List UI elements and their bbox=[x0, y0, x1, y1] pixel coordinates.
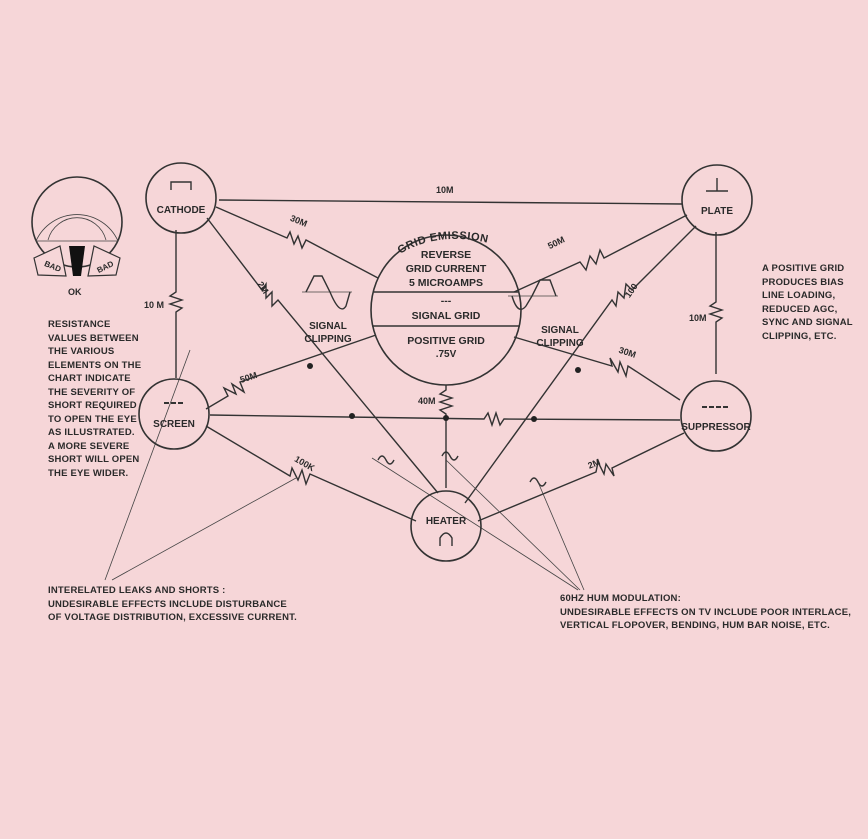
cathode-symbol-icon bbox=[170, 181, 192, 190]
resistance-plate-grid: 50M bbox=[546, 234, 566, 251]
resistance-note-line: ELEMENTS ON THE bbox=[48, 359, 142, 371]
suppressor-label: SUPPRESSOR bbox=[681, 422, 751, 433]
grid-circle bbox=[370, 234, 522, 386]
resistance-cathode-heater: 2M bbox=[255, 280, 270, 296]
grid-signal-label: SIGNAL GRID bbox=[412, 310, 481, 322]
leaks-note-line: UNDESIRABLE EFFECTS INCLUDE DISTURBANCE bbox=[48, 598, 287, 610]
clipping-right-line1: SIGNAL bbox=[541, 325, 579, 336]
grid-node: GRID EMISSION REVERSE GRID CURRENT 5 MIC… bbox=[370, 230, 522, 386]
resistance-note-line: VALUES BETWEEN bbox=[48, 332, 139, 344]
grid-divider: --- bbox=[441, 295, 452, 307]
resistance-note: RESISTANCE VALUES BETWEEN THE VARIOUS ELEME… bbox=[48, 318, 168, 480]
resistance-screen-heater: 100K bbox=[293, 454, 317, 474]
cathode-label: CATHODE bbox=[157, 205, 206, 216]
resistance-note-line: CHART INDICATE bbox=[48, 373, 131, 384]
resistance-note-line: THE EYE WIDER. bbox=[48, 467, 129, 479]
grid-positive-line1: POSITIVE GRID bbox=[407, 335, 485, 347]
eye-bad-right-segment bbox=[87, 245, 121, 277]
positive-grid-note-line: CLIPPING, ETC. bbox=[762, 330, 837, 342]
plate-node: PLATE bbox=[681, 164, 753, 236]
eye-bad-left-segment bbox=[33, 245, 67, 277]
clipping-left-line1: SIGNAL bbox=[309, 321, 347, 332]
grid-reverse-line2: GRID CURRENT bbox=[406, 263, 487, 275]
resistance-grid-suppressor: 30M bbox=[617, 345, 637, 360]
resistance-grid-screen: 50M bbox=[239, 370, 259, 385]
resistance-suppressor-heater: 2M bbox=[586, 457, 601, 471]
resistance-cathode-grid: 30M bbox=[289, 213, 309, 229]
positive-grid-note: A POSITIVE GRID PRODUCES BIAS LINE LOADING… bbox=[762, 262, 862, 343]
eye-inner-arc bbox=[47, 217, 107, 241]
cathode-node: CATHODE bbox=[145, 162, 217, 234]
hum-note: 60Hz HUM MODULATION: UNDESIRABLE EFFECTS … bbox=[560, 592, 860, 633]
resistance-note-line: THE SEVERITY OF bbox=[48, 386, 136, 398]
resistance-note-line: THE VARIOUS bbox=[48, 346, 115, 357]
hum-note-line: 60Hz HUM MODULATION: bbox=[560, 593, 681, 604]
hum-note-line: VERTICAL FLOPOVER, BENDING, HUM BAR NOIS… bbox=[560, 620, 830, 631]
resistance-note-line: AS ILLUSTRATED. bbox=[48, 427, 135, 438]
positive-grid-note-line: SYNC AND SIGNAL bbox=[762, 317, 853, 328]
clipping-waveform-right bbox=[508, 279, 558, 310]
resistance-note-line: SHORT WILL OPEN bbox=[48, 454, 140, 465]
suppressor-node: SUPPRESSOR bbox=[680, 380, 752, 452]
positive-grid-note-line: A POSITIVE GRID bbox=[762, 263, 845, 274]
resistance-cathode-screen: 10 M bbox=[144, 300, 164, 310]
resistance-plate-suppressor: 10M bbox=[689, 313, 707, 323]
grid-reverse-line3: 5 MICROAMPS bbox=[409, 277, 483, 289]
clipping-waveform-left bbox=[302, 275, 352, 310]
grid-reverse-line1: REVERSE bbox=[421, 249, 471, 261]
screen-node: SCREEN bbox=[138, 378, 210, 450]
heater-symbol-icon bbox=[439, 532, 453, 546]
positive-grid-note-line: PRODUCES BIAS bbox=[762, 276, 844, 288]
clipping-right-line2: CLIPPING bbox=[536, 338, 583, 349]
grid-positive-line2: .75V bbox=[436, 349, 457, 360]
resistance-note-line: RESISTANCE bbox=[48, 319, 111, 330]
resistance-cathode-plate: 10M bbox=[436, 185, 454, 195]
resistance-note-line: SHORT REQUIRED bbox=[48, 400, 137, 411]
hum-note-line: UNDESIRABLE EFFECTS ON TV INCLUDE POOR I… bbox=[560, 606, 852, 618]
plate-symbol-icon bbox=[706, 178, 728, 192]
resistance-grid-heater: 40M bbox=[418, 396, 436, 406]
heater-node: HEATER bbox=[410, 490, 482, 562]
clipping-left-line2: CLIPPING bbox=[304, 334, 351, 345]
leaks-note-line: INTERELATED LEAKS AND SHORTS : bbox=[48, 585, 226, 596]
leaks-note-line: OF VOLTAGE DISTRIBUTION, EXCESSIVE CURRE… bbox=[48, 612, 297, 623]
positive-grid-note-line: REDUCED AGC, bbox=[762, 303, 838, 315]
resistance-note-line: A MORE SEVERE bbox=[48, 440, 130, 452]
eye-ok-label: OK bbox=[68, 287, 82, 297]
resistance-note-line: TO OPEN THE EYE bbox=[48, 413, 137, 425]
eye-indicator: BAD BAD OK bbox=[31, 176, 123, 297]
plate-label: PLATE bbox=[701, 206, 733, 217]
heater-label: HEATER bbox=[426, 516, 467, 527]
screen-label: SCREEN bbox=[153, 419, 195, 430]
positive-grid-note-line: LINE LOADING, bbox=[762, 290, 836, 301]
eye-shadow-wedge bbox=[69, 246, 85, 276]
leaks-note: INTERELATED LEAKS AND SHORTS : UNDESIRABL… bbox=[48, 584, 378, 625]
